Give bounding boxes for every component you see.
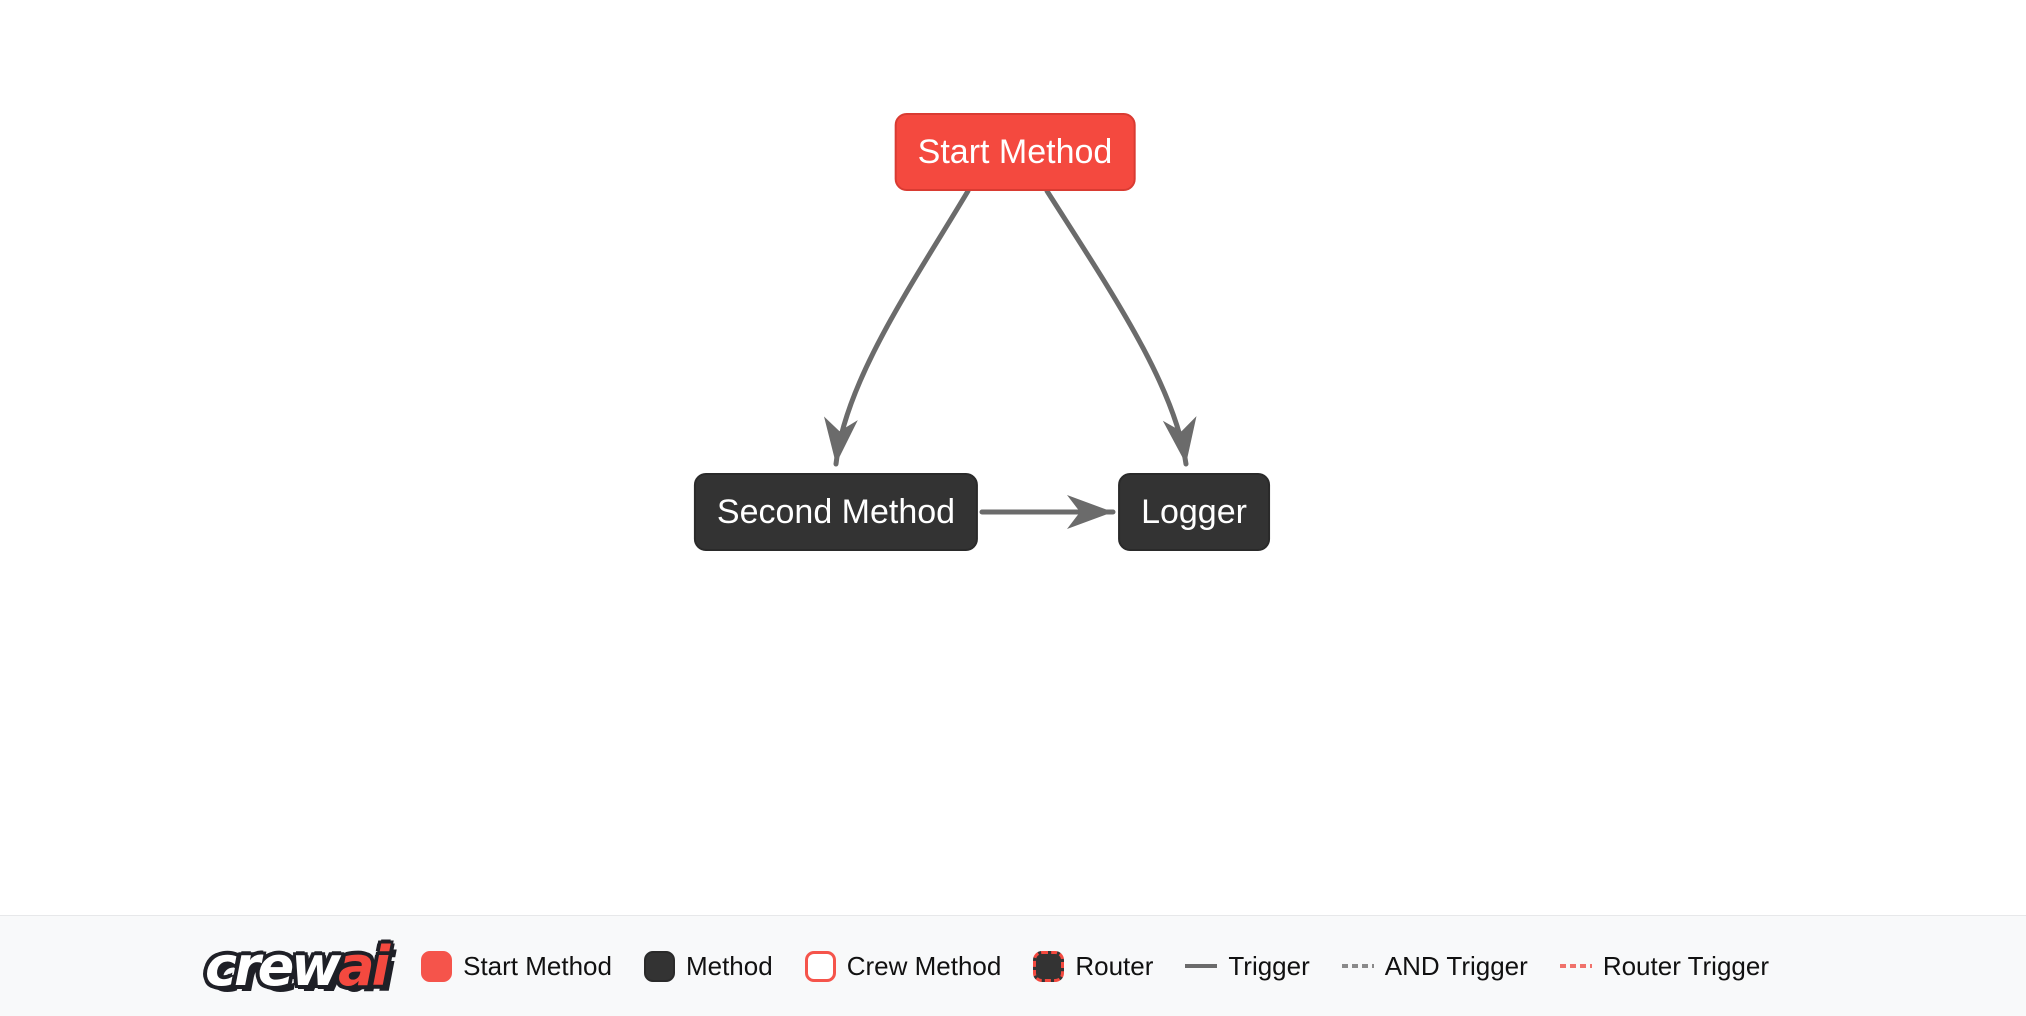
legend-item-crew-method: Crew Method: [804, 950, 1002, 982]
crewai-logo: crewai: [205, 934, 390, 998]
legend-label-and-trigger: AND Trigger: [1384, 950, 1528, 981]
legend-label-router: Router: [1075, 950, 1154, 981]
logo-text-crew: crew: [205, 934, 341, 998]
trigger-line-swatch: [1185, 964, 1218, 968]
node-start-method[interactable]: Start Method: [894, 113, 1136, 191]
legend-label-crew-method: Crew Method: [846, 950, 1002, 981]
legend-item-trigger: Trigger: [1185, 950, 1310, 982]
legend-label-method: Method: [685, 950, 773, 981]
method-swatch: [643, 950, 675, 982]
legend-label-trigger: Trigger: [1228, 950, 1310, 981]
router-swatch: [1033, 950, 1065, 982]
legend-item-and-trigger: AND Trigger: [1341, 950, 1528, 982]
legend-bar: crewai Start Method Method Crew Method R…: [0, 915, 2026, 1016]
crew-method-swatch: [804, 950, 836, 982]
node-logger[interactable]: Logger: [1118, 473, 1270, 551]
and-trigger-line-swatch: [1341, 964, 1374, 968]
edge-start-to-second: [824, 188, 971, 467]
legend-item-method: Method: [643, 950, 773, 982]
start-method-swatch: [421, 950, 453, 982]
node-second-method[interactable]: Second Method: [693, 473, 979, 551]
legend-item-router-trigger: Router Trigger: [1559, 950, 1769, 982]
edges-layer: [824, 188, 1197, 529]
legend-label-router-trigger: Router Trigger: [1602, 950, 1769, 981]
logo-text-ai: ai: [338, 934, 390, 998]
legend-item-router: Router: [1033, 950, 1154, 982]
router-trigger-line-swatch: [1559, 964, 1592, 968]
legend-label-start-method: Start Method: [463, 950, 612, 981]
edge-start-to-logger: [1044, 188, 1197, 467]
legend-item-start-method: Start Method: [421, 950, 612, 982]
flow-canvas[interactable]: Start Method Second Method Logger: [0, 0, 2026, 915]
